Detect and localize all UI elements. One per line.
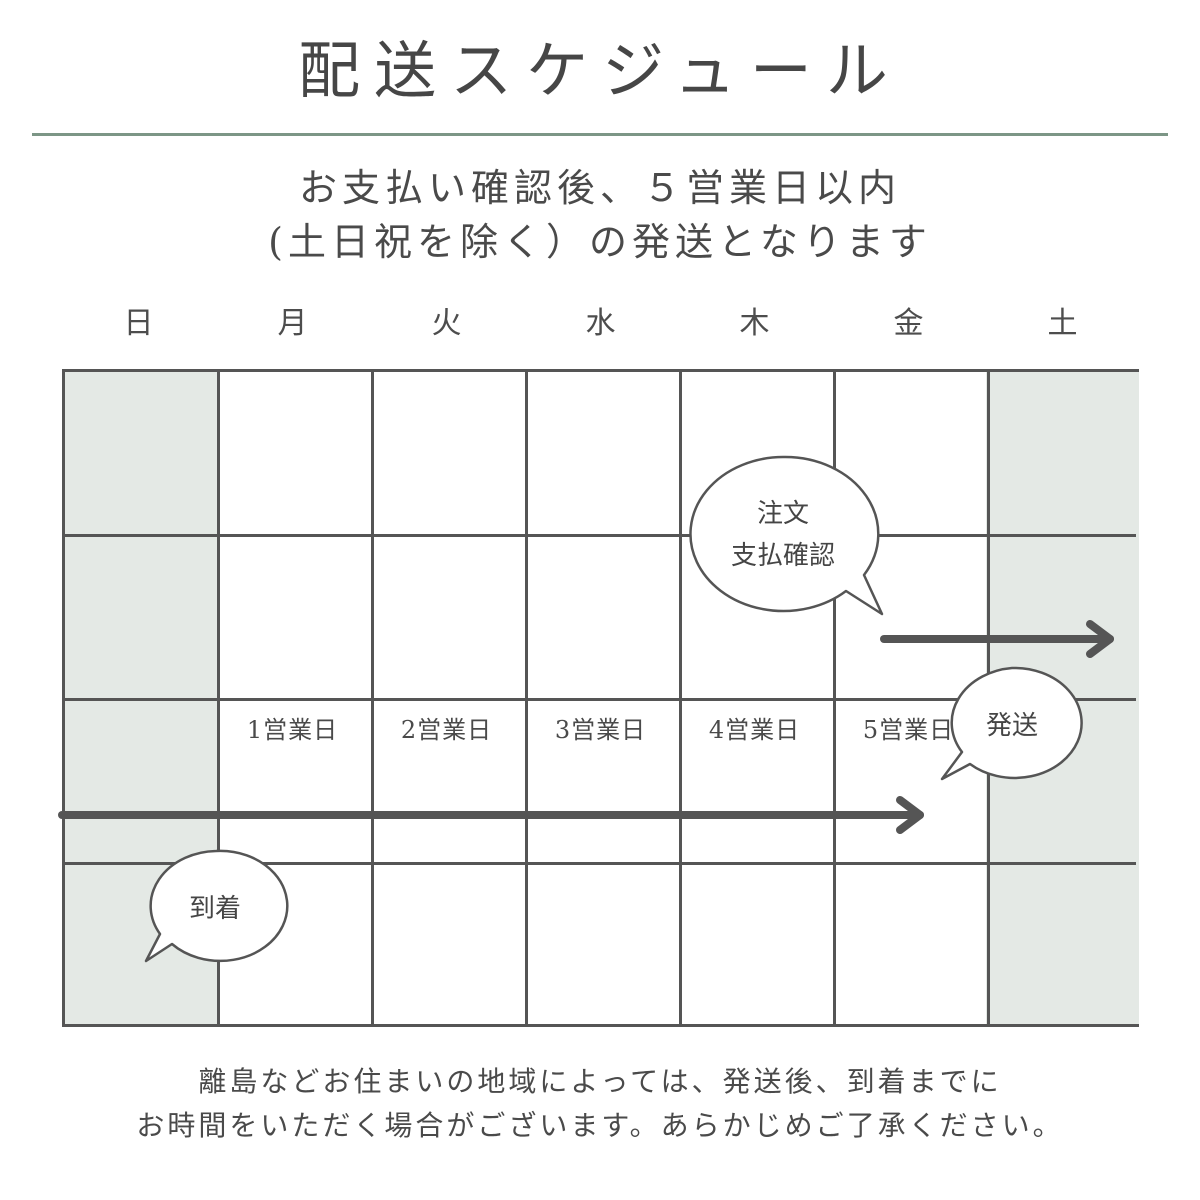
- business-day-label-4: 4営業日: [708, 716, 801, 744]
- weekday-sun: 日: [123, 306, 154, 341]
- weekday-thu: 木: [739, 306, 770, 341]
- weekday-mon: 月: [277, 306, 308, 341]
- business-day-label-5: 5営業日: [862, 716, 955, 744]
- title-divider: [32, 133, 1168, 136]
- ship-bubble: [940, 666, 1083, 781]
- arrow-order-to-weekend: [880, 620, 1114, 658]
- subtitle-line-1: お支払い確認後、５営業日以内: [298, 166, 901, 210]
- order-bubble: [689, 455, 884, 616]
- business-day-label-2: 2営業日: [400, 716, 493, 744]
- page-title: 配送スケジュール: [298, 34, 902, 107]
- weekday-wed: 水: [585, 306, 616, 341]
- weekday-tue: 火: [431, 306, 462, 341]
- subtitle-line-2: (土日祝を除く）の発送となります: [268, 220, 932, 264]
- order-bubble-text: 注文 支払確認: [703, 494, 863, 577]
- order-bubble-line-2: 支払確認: [730, 540, 835, 571]
- business-day-label-3: 3営業日: [554, 716, 647, 744]
- grid-hline: [65, 862, 1136, 865]
- weekday-sat: 土: [1047, 306, 1078, 341]
- weekday-fri: 金: [893, 306, 924, 341]
- footer-note-line-1: 離島などお住まいの地域によっては、発送後、到着までに: [198, 1065, 1002, 1098]
- grid-hline: [65, 698, 1136, 701]
- arrival-bubble-text: 到着: [188, 894, 241, 924]
- ship-bubble-text: 発送: [985, 711, 1038, 741]
- arrival-bubble: [144, 849, 289, 963]
- arrow-business-days: [58, 796, 924, 834]
- order-bubble-line-1: 注文: [756, 499, 809, 529]
- footer-note-line-2: お時間をいただく場合がございます。あらかじめご了承ください。: [136, 1109, 1064, 1142]
- grid-hline: [65, 534, 1136, 537]
- business-day-label-1: 1営業日: [246, 716, 339, 744]
